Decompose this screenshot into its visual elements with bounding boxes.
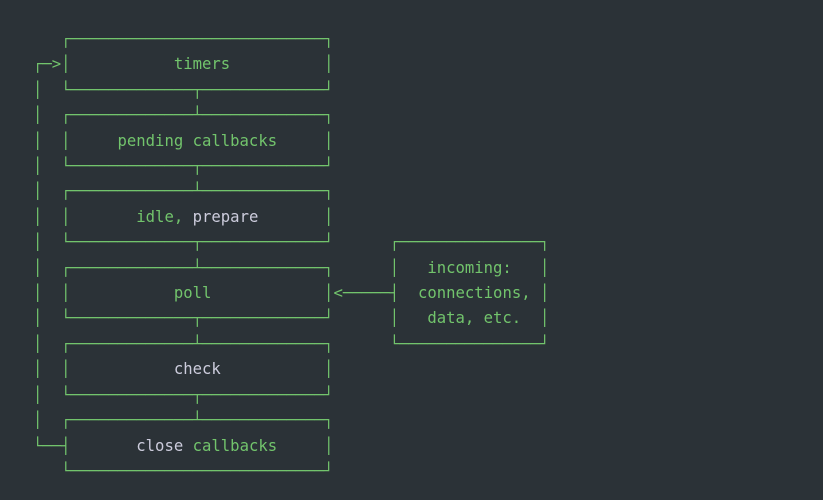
- event-loop-ascii-diagram: ┌───────────────────────────┐┌─>│ timers…: [33, 27, 549, 484]
- diagram-row: │ ┌─────────────┴─────────────┐ └───────…: [33, 332, 549, 357]
- connector-check-close: │ └─────────────┬─────────────┘: [33, 385, 334, 404]
- diagram-text: │ ┌─────────────┴─────────────┐: [33, 182, 334, 201]
- diagram-text: │: [521, 309, 550, 328]
- diagram-text: │ ┌─────────────┴─────────────┐ │: [33, 258, 428, 277]
- phase-close-callbacks-word1: close: [136, 436, 184, 455]
- diagram-text: [71, 437, 137, 455]
- phase-timers: timers: [173, 55, 231, 74]
- diagram-text: [183, 437, 192, 455]
- phase-close-callbacks-word2: callbacks: [192, 436, 278, 455]
- diagram-text: │ │: [33, 284, 174, 303]
- diagram-row: │ ┌─────────────┴─────────────┐: [33, 408, 549, 433]
- diagram-text: │: [220, 360, 334, 379]
- diagram-row: └───────────────────────────┘: [33, 459, 549, 484]
- diagram-text: │: [530, 284, 550, 303]
- diagram-text: │ ┌─────────────┴─────────────┐: [33, 411, 334, 430]
- connector-pending-idle: │ └─────────────┬─────────────┘: [33, 157, 334, 176]
- diagram-text: │: [277, 131, 334, 150]
- diagram-text: │ │: [33, 360, 174, 379]
- diagram-row: │ └─────────────┬─────────────┘: [33, 78, 549, 103]
- connector-idle-poll: │ └─────────────┬─────────────┘ ┌───────…: [33, 233, 550, 252]
- diagram-text: [183, 208, 192, 226]
- loop-arrow-head: ┌─>: [33, 55, 62, 74]
- arrow-incoming-to-poll: <─────┤: [333, 284, 400, 303]
- diagram-row: │ ┌─────────────┴─────────────┐: [33, 103, 549, 128]
- diagram-row: │ │ pending callbacks │: [33, 129, 549, 154]
- diagram-row: └──┤ close callbacks │: [33, 434, 549, 459]
- diagram-text: │: [511, 258, 550, 277]
- diagram-text: └───────────────────────────┘: [33, 461, 334, 480]
- diagram-text: │: [211, 284, 334, 303]
- connector-poll-check: │ └─────────────┬─────────────┘ │: [33, 309, 428, 328]
- phase-pending-callbacks: pending callbacks: [117, 131, 278, 150]
- diagram-row: │ └─────────────┬─────────────┘ │ data, …: [33, 306, 549, 331]
- connector-timers-pending: │ └─────────────┬─────────────┘: [33, 80, 334, 99]
- diagram-text: ┌───────────────────────────┐: [33, 30, 334, 48]
- diagram-row: │ │ idle, prepare │: [33, 205, 549, 230]
- diagram-text: │ ┌─────────────┴─────────────┐: [33, 106, 334, 125]
- diagram-row: │ └─────────────┬─────────────┘: [33, 383, 549, 408]
- diagram-row: │ └─────────────┬─────────────┘ ┌───────…: [33, 230, 549, 255]
- incoming-label-line3: data, etc.: [427, 309, 522, 328]
- incoming-label-line2: connections,: [417, 284, 531, 303]
- diagram-text: [399, 284, 418, 302]
- incoming-label-line1: incoming:: [427, 258, 512, 277]
- diagram-row: │ ┌─────────────┴─────────────┐ │ incomi…: [33, 256, 549, 281]
- diagram-row: │ │ check │: [33, 357, 549, 382]
- phase-idle-prepare-word1: idle,: [136, 207, 184, 226]
- diagram-row: │ ┌─────────────┴─────────────┐: [33, 179, 549, 204]
- diagram-text: │: [258, 207, 334, 226]
- loop-arrow-tail: └──┤: [33, 436, 71, 455]
- diagram-text: │: [230, 55, 334, 74]
- diagram-row: │ └─────────────┬─────────────┘: [33, 154, 549, 179]
- diagram-text: │ │: [33, 207, 137, 226]
- diagram-row: │ │ poll │<─────┤ connections, │: [33, 281, 549, 306]
- phase-check: check: [173, 360, 221, 379]
- diagram-text: │ ┌─────────────┴─────────────┐ └───────…: [33, 334, 550, 353]
- diagram-text: │ │: [33, 131, 118, 150]
- diagram-row: ┌───────────────────────────┐: [33, 27, 549, 52]
- diagram-row: ┌─>│ timers │: [33, 52, 549, 77]
- phase-poll: poll: [173, 284, 212, 303]
- diagram-text: │: [277, 436, 334, 455]
- diagram-text: │: [61, 55, 174, 74]
- phase-idle-prepare-word2: prepare: [192, 207, 259, 226]
